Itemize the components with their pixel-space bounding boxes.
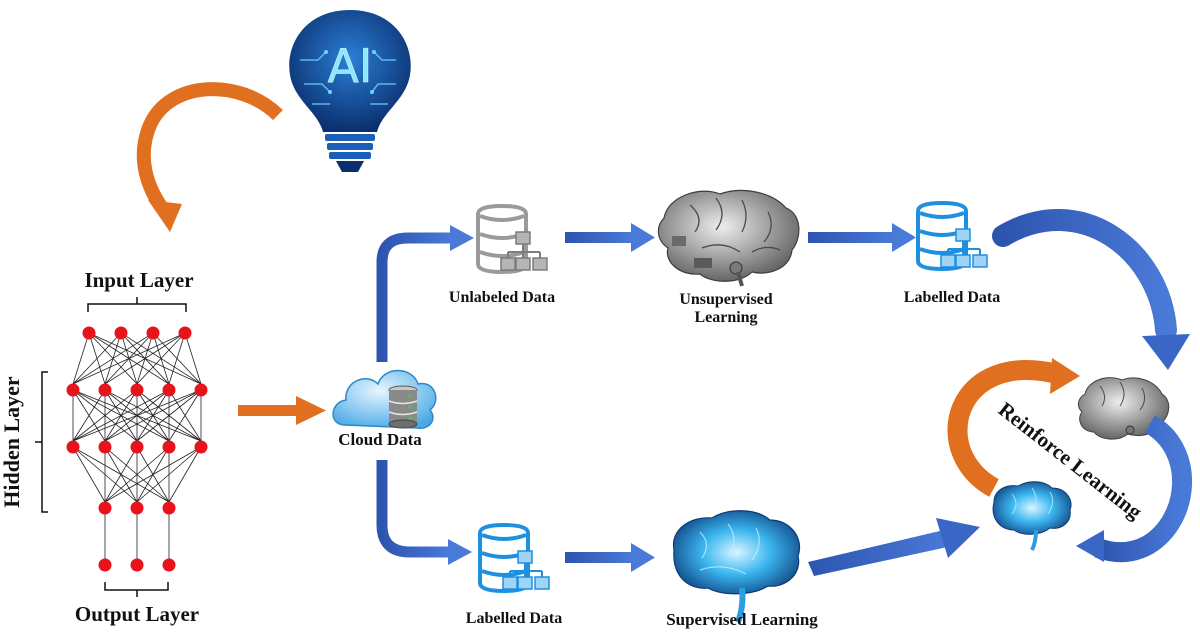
network-connection	[104, 446, 170, 503]
hidden-layer-label: Hidden Layer	[0, 376, 24, 508]
hidden-layer-bracket	[35, 371, 48, 513]
database-network-icon-blue-top	[916, 200, 988, 272]
network-connection	[72, 389, 138, 442]
arrow-network-to-cloud	[238, 396, 326, 425]
neuron	[194, 440, 208, 454]
neuron	[162, 383, 176, 397]
arrow-bulb-to-network	[136, 82, 283, 232]
ai-bulb-text: AI	[327, 39, 372, 93]
input-layer-bracket	[87, 297, 187, 312]
arrow-unlabeled-to-unsupervised	[565, 223, 655, 252]
network-connection	[104, 332, 186, 385]
neuron	[178, 326, 192, 340]
arrow-labelled-to-reinforce	[992, 209, 1190, 370]
network-connection	[184, 332, 202, 385]
arrow-supervised-to-reinforce	[808, 518, 980, 576]
network-connection	[168, 446, 202, 503]
network-neurons	[66, 326, 208, 572]
neuron	[82, 326, 96, 340]
mechanical-brain-icon	[657, 189, 800, 287]
neuron	[146, 326, 160, 340]
arrow-unsupervised-to-labelled	[808, 223, 916, 252]
network-connection	[104, 389, 202, 442]
network-connection	[168, 332, 186, 385]
arrow-cloud-to-labelled	[376, 460, 472, 565]
network-connection	[72, 332, 122, 385]
network-connection	[136, 332, 186, 385]
neuron	[130, 440, 144, 454]
network-connection	[136, 389, 202, 442]
network-connection	[72, 446, 106, 503]
glowing-brain-icon-supervised	[672, 510, 801, 624]
neuron	[114, 326, 128, 340]
neuron	[194, 383, 208, 397]
network-connection	[72, 332, 90, 385]
network-connection	[72, 389, 202, 442]
supervised-learning-label: Supervised Learning	[666, 610, 818, 629]
network-connection	[72, 389, 106, 442]
unsupervised-learning-label: Unsupervised Learning	[636, 291, 816, 328]
neuron	[98, 558, 112, 572]
input-layer-label: Input Layer	[84, 268, 194, 292]
network-connection	[72, 389, 170, 442]
cloud-database-icon	[332, 369, 437, 429]
neuron	[98, 383, 112, 397]
network-connection	[104, 446, 138, 503]
neuron	[66, 383, 80, 397]
neuron	[130, 558, 144, 572]
labelled-data-top-label: Labelled Data	[903, 289, 1001, 306]
neuron	[66, 440, 80, 454]
neuron	[98, 440, 112, 454]
output-layer-bracket	[104, 582, 169, 597]
neuron	[162, 501, 176, 515]
arrow-labelled-to-supervised	[565, 543, 655, 572]
database-network-icon-gray	[476, 203, 548, 275]
mechanical-brain-icon-small	[1077, 377, 1170, 440]
arrow-reinforce-blue	[1076, 415, 1192, 563]
lightbulb-ai-icon: AI	[289, 10, 411, 172]
network-connections	[72, 332, 202, 559]
network-connection	[168, 389, 202, 442]
neuron	[130, 383, 144, 397]
neural-network	[66, 326, 208, 572]
network-connection	[136, 446, 202, 503]
output-layer-label: Output Layer	[74, 602, 200, 626]
unsupervised-learning-label-line2: Learning	[694, 309, 758, 327]
glowing-brain-icon-reinforce	[992, 481, 1072, 551]
unlabeled-data-label: Unlabeled Data	[448, 289, 556, 306]
arrow-cloud-to-unlabeled	[376, 225, 474, 362]
neuron	[162, 440, 176, 454]
network-connection	[104, 446, 202, 503]
labelled-data-bottom-label: Labelled Data	[465, 610, 563, 627]
network-connection	[72, 332, 154, 385]
network-connection	[72, 332, 186, 385]
unsupervised-learning-label-line1: Unsupervised	[679, 291, 773, 308]
database-network-icon-blue-bottom	[478, 522, 550, 594]
neuron	[162, 558, 176, 572]
neuron	[98, 501, 112, 515]
arrow-reinforce-orange	[947, 358, 1080, 497]
neuron	[130, 501, 144, 515]
cloud-data-label: Cloud Data	[338, 430, 422, 449]
